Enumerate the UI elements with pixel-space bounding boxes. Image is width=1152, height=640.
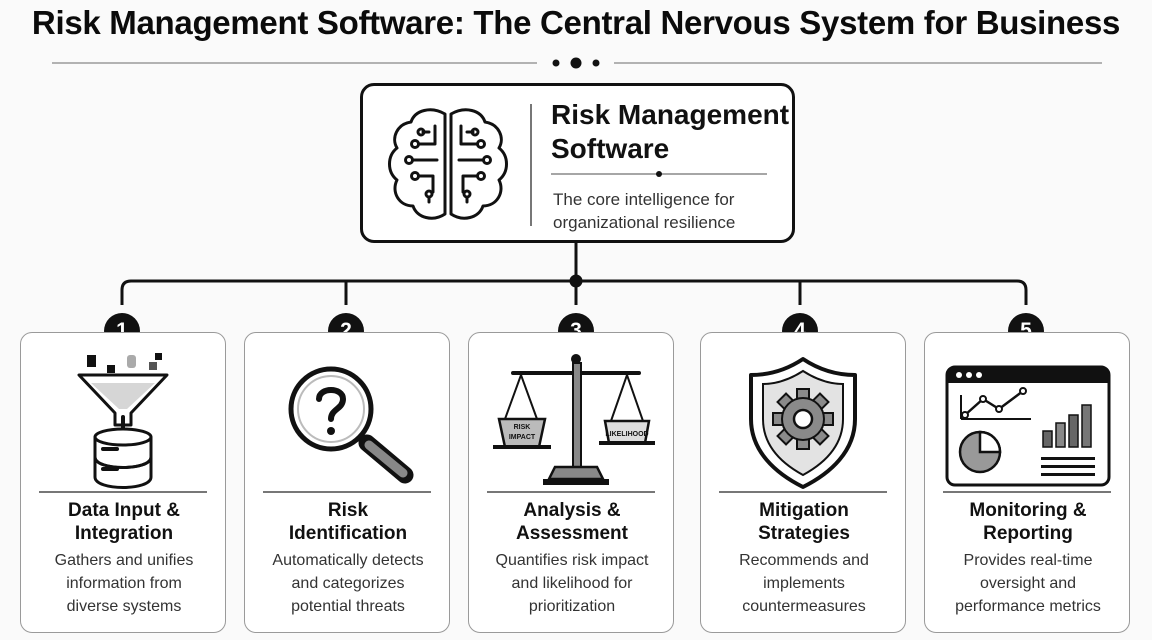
card-rule [719,491,887,493]
card-title-line2: Integration [74,523,174,544]
funnel-database-icon [77,353,169,489]
core-title-line1: Risk Management [551,99,790,130]
scale-left-label-line1: RISK [514,424,531,431]
core-title-line2: Software [551,133,670,164]
step-card-analysis: RISK IMPACT LIKELIHOOD Analysis & Assess… [468,332,674,633]
core-subtitle: The core intelligence for organizational… [553,188,783,234]
header-dot-left [552,59,560,67]
card-title-line1: Analysis & [523,500,621,521]
core-panel: Risk Management Software The core intell… [360,83,795,243]
core-subtitle-line2: organizational resilience [553,213,736,232]
step-card-monitoring: Monitoring & Reporting Provides real-tim… [924,332,1130,633]
card-title: Risk Identification [249,499,447,545]
magnifier-question-icon [288,366,414,484]
shield-gear-icon [749,357,857,489]
header-dot-center [570,57,582,69]
card-rule [263,491,431,493]
card-title: Monitoring & Reporting [929,499,1127,545]
card-title: Mitigation Strategies [705,499,903,545]
card-description: Provides real-time oversight and perform… [931,549,1125,618]
card-title-line2: Assessment [516,523,628,544]
page-title: Risk Management Software: The Central Ne… [31,4,1121,41]
core-title: Risk Management Software [551,98,791,166]
balance-scale-icon: RISK IMPACT LIKELIHOOD [493,354,655,485]
card-rule [39,491,207,493]
card-desc-line3: countermeasures [742,598,866,615]
step-card-data-input: Data Input & Integration Gathers and uni… [20,332,226,633]
card-title-line1: Mitigation [759,500,849,521]
card-desc-line3: diverse systems [66,598,182,615]
card-title-line2: Identification [288,523,408,544]
step-card-mitigation: Mitigation Strategies Recommends and imp… [700,332,906,633]
step-card-risk-identification: Risk Identification Automatically detect… [244,332,450,633]
card-desc-line3: potential threats [291,598,405,615]
brain-circuit-icon [388,108,508,220]
card-desc-line1: Automatically detects [272,552,424,569]
card-description: Gathers and unifies information from div… [27,549,221,618]
card-title-line1: Risk [327,500,369,521]
card-desc-line1: Provides real-time [963,552,1093,569]
core-subtitle-line1: The core intelligence for [553,190,735,209]
card-rule [487,491,655,493]
scale-right-label: LIKELIHOOD [605,431,648,438]
card-desc-line2: oversight and [979,575,1077,592]
dashboard-icon [945,365,1111,487]
card-rule [943,491,1111,493]
card-title: Data Input & Integration [25,499,223,545]
card-desc-line2: implements [763,575,845,592]
header-dot-right [592,59,600,67]
card-title-line2: Reporting [983,523,1073,544]
card-description: Quantifies risk impact and likelihood fo… [475,549,669,618]
card-desc-line1: Quantifies risk impact [495,552,649,569]
card-desc-line3: prioritization [528,598,616,615]
card-description: Automatically detects and categorizes po… [251,549,445,618]
core-sub-rule [551,171,767,177]
card-title-line1: Monitoring & [969,500,1087,521]
card-title-line2: Strategies [758,523,850,544]
card-title: Analysis & Assessment [473,499,671,545]
junction-dot [569,274,583,288]
card-desc-line2: and likelihood for [511,575,633,592]
card-desc-line2: information from [66,575,182,592]
card-desc-line1: Recommends and [739,552,869,569]
card-desc-line3: performance metrics [955,598,1101,615]
card-desc-line1: Gathers and unifies [54,552,194,569]
scale-left-label-line2: IMPACT [509,434,536,441]
card-desc-line2: and categorizes [291,575,405,592]
card-title-line1: Data Input & [68,500,180,521]
card-description: Recommends and implements countermeasure… [707,549,901,618]
core-divider [530,104,532,226]
